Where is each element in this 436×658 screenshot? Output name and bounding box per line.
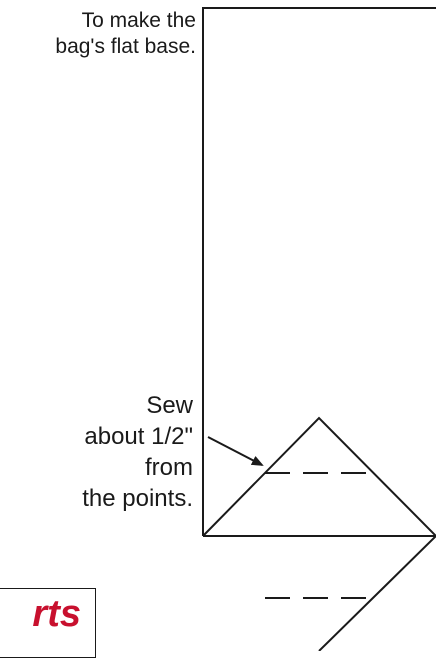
sew-instruction-caption: Sew about 1/2" from the points. — [0, 390, 193, 514]
bag-body-outline — [202, 7, 436, 536]
logo-frame: rts — [0, 588, 96, 658]
flat-base-caption: To make the bag's flat base. — [0, 8, 196, 60]
corner-diamond — [202, 416, 436, 651]
caption-line: To make the — [81, 9, 196, 32]
pointer-arrow — [207, 436, 264, 466]
brand-logo: rts — [32, 593, 81, 635]
instruction-line: from — [145, 454, 193, 481]
instruction-line: the points. — [82, 485, 193, 512]
instruction-line: Sew — [146, 392, 193, 419]
caption-line: bag's flat base. — [55, 35, 196, 58]
instruction-line: about 1/2" — [84, 423, 193, 450]
